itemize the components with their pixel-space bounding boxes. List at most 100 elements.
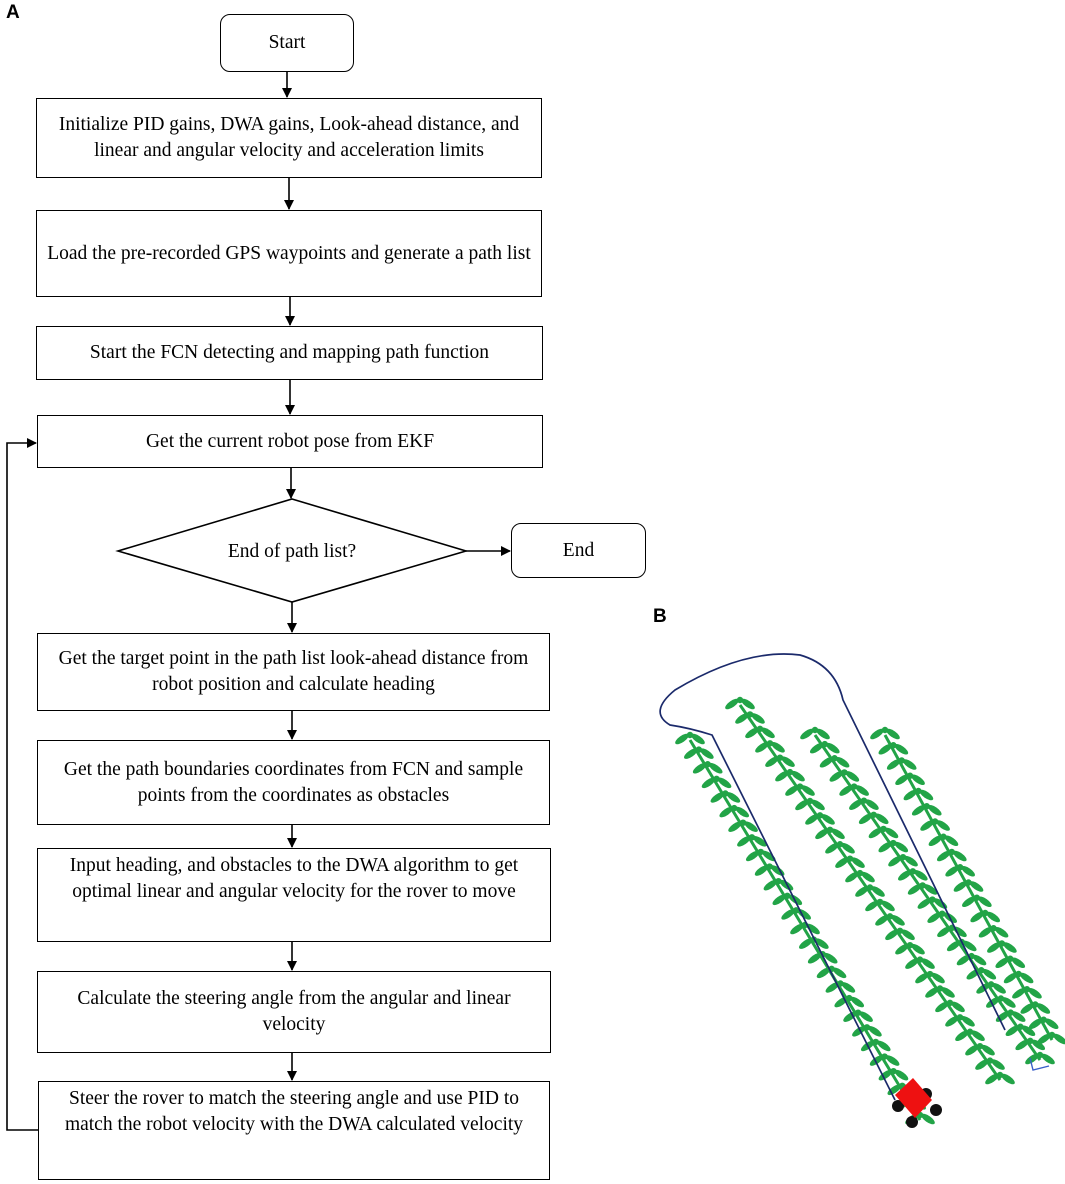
crop-leaf bbox=[819, 756, 834, 768]
crop-leaf bbox=[869, 1055, 884, 1066]
crop-leaf bbox=[987, 942, 1001, 953]
crop-leaf bbox=[911, 943, 925, 955]
crop-leaf bbox=[895, 943, 909, 955]
crop-leaf bbox=[815, 828, 829, 840]
crop-leaf bbox=[978, 926, 993, 938]
crop-leaf bbox=[1020, 1003, 1035, 1014]
crop-leaf bbox=[978, 896, 992, 908]
crop-leaf bbox=[772, 894, 787, 906]
crop-leaf bbox=[955, 1030, 969, 1042]
crop-bud bbox=[704, 761, 711, 768]
crop-leaf bbox=[931, 972, 945, 984]
crop-leaf bbox=[915, 972, 929, 984]
crop-leaf bbox=[831, 828, 845, 840]
crop-bud bbox=[982, 909, 989, 917]
crop-leaf bbox=[745, 850, 760, 862]
crop-leaf bbox=[1041, 1053, 1055, 1065]
crop-bud bbox=[739, 819, 747, 826]
crop-leaf bbox=[859, 1011, 873, 1022]
crop-leaf bbox=[861, 871, 875, 883]
crop-bud bbox=[831, 755, 838, 762]
end-node: End bbox=[511, 523, 646, 578]
crop-bud bbox=[836, 841, 844, 848]
crop-leaf bbox=[745, 727, 759, 739]
crop-leaf bbox=[829, 771, 844, 782]
crop-leaf bbox=[961, 865, 975, 877]
crop-leaf bbox=[945, 865, 959, 877]
crop-bud bbox=[946, 999, 954, 1007]
crop-bud bbox=[806, 797, 814, 805]
crop-leaf bbox=[925, 987, 939, 998]
step-path-boundaries-label: Get the path boundaries coordinates from… bbox=[63, 758, 524, 806]
crop-leaf bbox=[902, 759, 917, 770]
crop-leaf bbox=[1025, 1053, 1039, 1065]
crop-bud bbox=[775, 877, 782, 885]
crop-leaf bbox=[816, 728, 830, 740]
crop-leaf bbox=[751, 713, 765, 724]
step-start-fcn-label: Start the FCN detecting and mapping path… bbox=[89, 342, 490, 363]
crop-leaf bbox=[928, 835, 943, 847]
crop-leaf bbox=[982, 968, 997, 980]
crop-leaf bbox=[852, 1026, 866, 1037]
crop-leaf bbox=[691, 733, 705, 745]
crop-bud bbox=[880, 825, 887, 833]
crop-leaf bbox=[761, 850, 776, 862]
crop-leaf bbox=[962, 940, 977, 952]
crop-leaf bbox=[825, 982, 840, 993]
crop-leaf bbox=[937, 926, 951, 938]
panel-label-b: B bbox=[653, 606, 667, 627]
crop-leaf bbox=[855, 785, 869, 796]
crop-leaf bbox=[791, 770, 805, 782]
crop-bud bbox=[976, 1042, 984, 1050]
crop-bud bbox=[854, 1009, 862, 1016]
crop-leaf bbox=[923, 884, 938, 895]
crop-leaf bbox=[823, 952, 838, 964]
crop-leaf bbox=[832, 967, 847, 979]
crop-leaf bbox=[781, 909, 795, 920]
crop-leaf bbox=[1031, 1039, 1046, 1051]
crop-leaf bbox=[825, 842, 839, 854]
crop-bud bbox=[766, 863, 773, 870]
crop-bud bbox=[965, 879, 972, 886]
crop-bud bbox=[1027, 1037, 1034, 1045]
crop-leaf bbox=[744, 821, 758, 832]
crop-leaf bbox=[1003, 972, 1018, 984]
crop-leaf bbox=[894, 743, 909, 755]
crop-bud bbox=[748, 834, 756, 841]
crop-leaf bbox=[675, 733, 689, 745]
crop-bud bbox=[881, 726, 889, 734]
start-label: Start bbox=[268, 32, 306, 53]
crop-leaf bbox=[719, 806, 734, 818]
crop-leaf bbox=[850, 996, 865, 1008]
crop-leaf bbox=[995, 957, 1010, 969]
crop-leaf bbox=[1005, 1025, 1020, 1037]
crop-bud bbox=[898, 757, 905, 764]
step-dwa-input-label: Input heading, and obstacles to the DWA … bbox=[69, 855, 519, 902]
crop-leaf bbox=[865, 799, 879, 810]
crop-bud bbox=[872, 1038, 879, 1046]
crop-leaf bbox=[809, 742, 824, 754]
crop-leaf bbox=[903, 789, 918, 801]
crop-leaf bbox=[761, 727, 775, 739]
crop-leaf bbox=[871, 886, 885, 897]
crop-leaf bbox=[904, 855, 918, 867]
step-steer-rover: Steer the rover to match the steering an… bbox=[38, 1081, 550, 1180]
crop-leaf bbox=[920, 820, 934, 831]
step-get-pose: Get the current robot pose from EKF bbox=[37, 415, 543, 468]
crop-leaf bbox=[894, 1069, 909, 1081]
crop-leaf bbox=[841, 842, 855, 854]
crop-leaf bbox=[816, 967, 831, 979]
crop-bud bbox=[899, 853, 907, 861]
crop-leaf bbox=[807, 952, 822, 964]
crop-leaf bbox=[728, 821, 742, 832]
crop-bud bbox=[860, 797, 868, 804]
crop-leaf bbox=[821, 814, 835, 825]
crop-bud bbox=[986, 1057, 994, 1064]
crop-leaf bbox=[945, 1016, 959, 1027]
crop-leaf bbox=[851, 857, 865, 868]
crop-leaf bbox=[981, 1044, 995, 1056]
crop-leaf bbox=[901, 929, 915, 941]
crop-bud bbox=[756, 725, 764, 733]
step-steering-angle-label: Calculate the steering angle from the an… bbox=[77, 988, 511, 1035]
crop-leaf bbox=[799, 938, 813, 949]
